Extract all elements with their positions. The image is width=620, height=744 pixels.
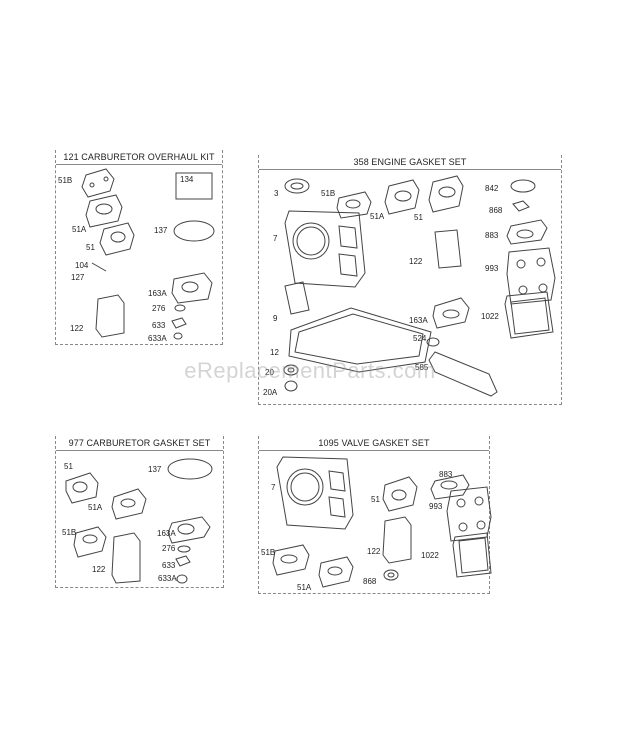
- part-label: 3: [274, 189, 279, 198]
- part-label: 134: [180, 175, 194, 184]
- part-label: 993: [429, 502, 443, 511]
- part-label: 122: [92, 565, 106, 574]
- part-label: 51: [414, 213, 423, 222]
- part-label: 633: [162, 561, 176, 570]
- part-label: 585: [415, 363, 429, 372]
- panel-title: 977 CARBURETOR GASKET SET: [56, 436, 223, 451]
- part-label: 20A: [263, 388, 278, 397]
- engine-gasket-set-parts-illustration: [283, 175, 556, 397]
- part-label: 7: [273, 234, 278, 243]
- part-label: 12: [270, 348, 279, 357]
- part-label: 276: [162, 544, 176, 553]
- part-label: 137: [148, 465, 162, 474]
- part-label: 524: [413, 334, 427, 343]
- part-label: 51: [86, 243, 95, 252]
- part-label: 993: [485, 264, 499, 273]
- part-label: 51: [64, 462, 73, 471]
- part-label: 127: [71, 273, 85, 282]
- part-label: 7: [271, 483, 276, 492]
- panel-977-carburetor-gasket-set: 977 CARBURETOR GASKET SET 51 137 51A 51B…: [55, 436, 224, 588]
- part-label: 51B: [261, 548, 276, 557]
- part-label: 51A: [72, 225, 87, 234]
- part-label: 868: [489, 206, 503, 215]
- panel-358-engine-gasket-set: 358 ENGINE GASKET SET 3 51B 51A 51 842 8…: [258, 155, 562, 405]
- part-label: 51B: [62, 528, 77, 537]
- part-label: 163A: [148, 289, 167, 298]
- part-label: 51B: [321, 189, 336, 198]
- panel-title: 358 ENGINE GASKET SET: [259, 155, 561, 170]
- part-label: 868: [363, 577, 377, 586]
- part-label: 842: [485, 184, 499, 193]
- carburetor-overhaul-kit-parts-illustration: [81, 168, 215, 340]
- part-label: 122: [367, 547, 381, 556]
- part-label: 104: [75, 261, 89, 270]
- part-label: 633A: [148, 334, 167, 343]
- part-label: 163A: [409, 316, 428, 325]
- part-label: 1022: [481, 312, 499, 321]
- part-label: 1022: [421, 551, 439, 560]
- part-label: 51A: [88, 503, 103, 512]
- part-label: 883: [439, 470, 453, 479]
- part-label: 137: [154, 226, 168, 235]
- carburetor-gasket-set-parts-illustration: [65, 458, 213, 584]
- part-label: 122: [409, 257, 423, 266]
- part-label: 633: [152, 321, 166, 330]
- valve-gasket-set-parts-illustration: [272, 456, 492, 588]
- part-label: 20: [265, 368, 274, 377]
- part-label: 122: [70, 324, 84, 333]
- part-label: 276: [152, 304, 166, 313]
- part-label: 163A: [157, 529, 176, 538]
- part-label: 633A: [158, 574, 177, 583]
- part-label: 51: [371, 495, 380, 504]
- part-label: 51A: [370, 212, 385, 221]
- panel-title: 1095 VALVE GASKET SET: [259, 436, 489, 451]
- panel-1095-valve-gasket-set: 1095 VALVE GASKET SET 883 7 51 993 51B 1…: [258, 436, 492, 594]
- watermark: eReplacementParts.com: [184, 358, 436, 383]
- panel-title: 121 CARBURETOR OVERHAUL KIT: [56, 150, 222, 165]
- part-label: 883: [485, 231, 499, 240]
- part-label: 9: [273, 314, 278, 323]
- part-label: 51A: [297, 583, 312, 592]
- part-label: 51B: [58, 176, 73, 185]
- panel-121-carburetor-overhaul-kit: 121 CARBURETOR OVERHAUL KIT 51B 134 51A …: [55, 150, 223, 345]
